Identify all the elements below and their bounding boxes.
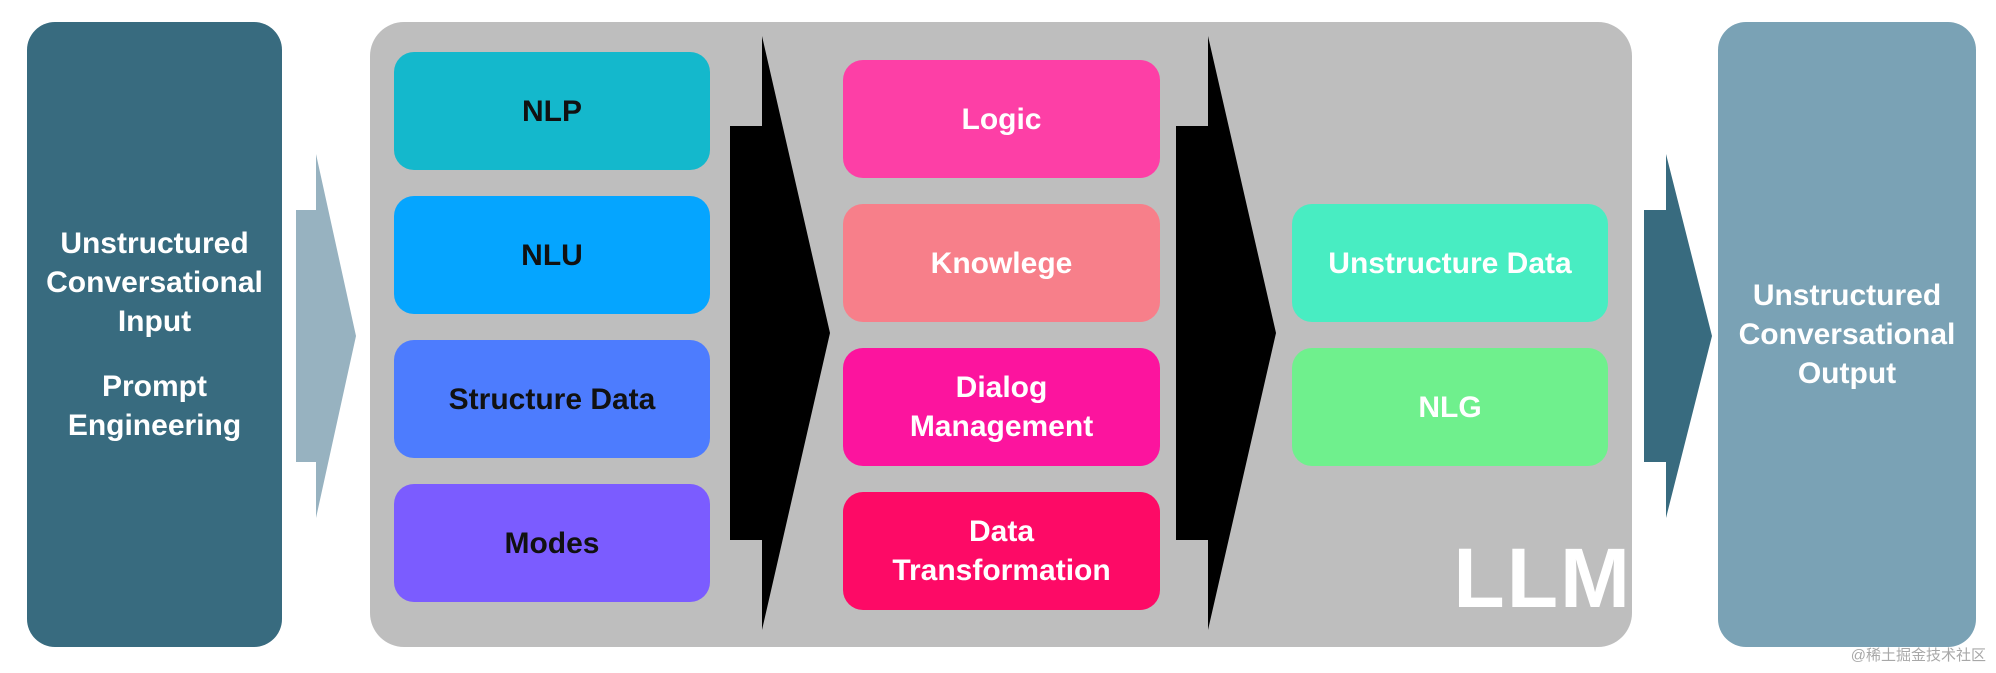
dialog-management-label-line-1: Dialog — [955, 371, 1048, 404]
output-arrow — [1644, 154, 1712, 518]
data-transformation-label-line-1: Data — [968, 515, 1035, 548]
process-arrow-2 — [1176, 36, 1276, 630]
nlg-label: NLG — [1418, 390, 1482, 424]
logic-label: Logic — [961, 102, 1042, 136]
dialog-management-label-line-2: Management — [909, 410, 1094, 443]
input-title-line-2: Conversational — [46, 266, 263, 299]
input-subtitle-line-1: Prompt — [102, 370, 207, 403]
knowlege-label: Knowlege — [930, 246, 1073, 280]
output-title-line-2: Conversational — [1738, 318, 1956, 351]
structure-data-box: Structure Data — [394, 340, 710, 458]
data-transformation-label-line-2: Transformation — [892, 554, 1111, 587]
modes-box: Modes — [394, 484, 710, 602]
nlg-box: NLG — [1292, 348, 1608, 466]
input-panel: Unstructured Conversational Input Prompt… — [27, 22, 282, 647]
logic-box: Logic — [843, 60, 1160, 178]
input-title-line-3: Input — [117, 305, 192, 338]
unstructure-data-label: Unstructure Data — [1328, 246, 1572, 280]
unstructure-data-box: Unstructure Data — [1292, 204, 1608, 322]
dialog-management-box: Dialog Management — [843, 348, 1160, 466]
knowlege-box: Knowlege — [843, 204, 1160, 322]
data-transformation-box: Data Transformation — [843, 492, 1160, 610]
watermark: @稀土掘金技术社区 — [1850, 647, 1986, 664]
nlu-label: NLU — [521, 238, 583, 272]
nlp-label: NLP — [522, 94, 582, 128]
input-arrow — [296, 154, 356, 518]
output-panel: Unstructured Conversational Output — [1718, 22, 1976, 647]
output-title-line-1: Unstructured — [1752, 279, 1942, 312]
structure-data-label: Structure Data — [448, 382, 656, 416]
modes-label: Modes — [504, 526, 600, 560]
llm-label: LLM — [1453, 531, 1632, 625]
input-title-line-1: Unstructured — [60, 227, 249, 260]
process-arrow-1 — [730, 36, 830, 630]
nlu-box: NLU — [394, 196, 710, 314]
nlp-box: NLP — [394, 52, 710, 170]
output-title-line-3: Output — [1797, 357, 1897, 390]
input-subtitle-line-2: Engineering — [67, 409, 242, 442]
